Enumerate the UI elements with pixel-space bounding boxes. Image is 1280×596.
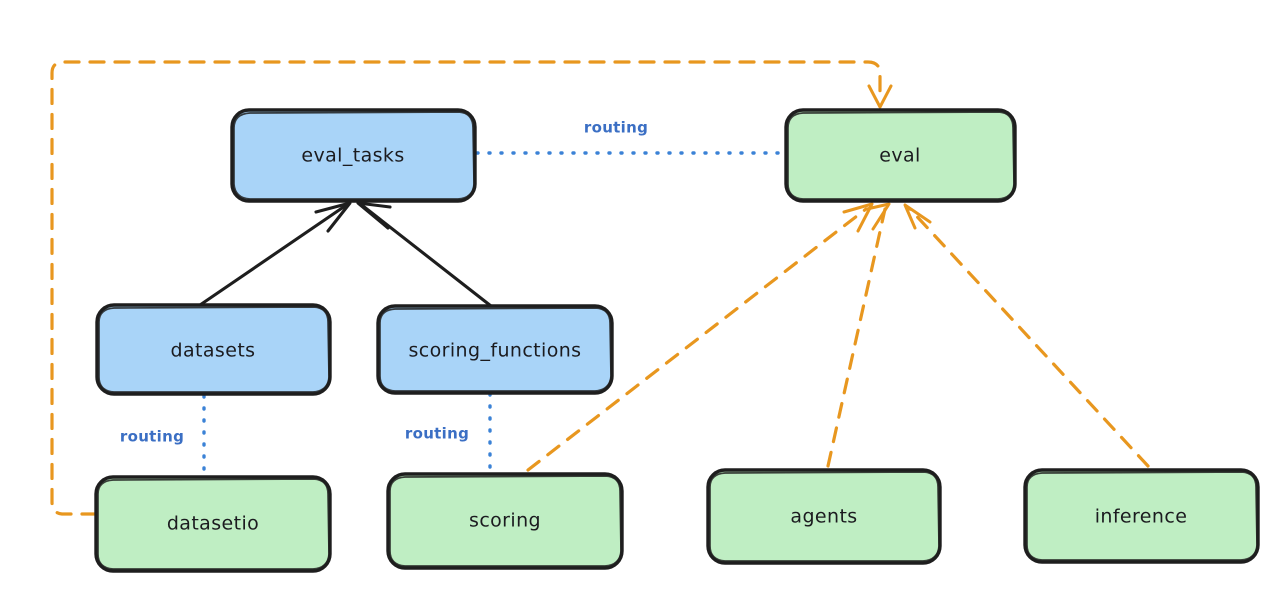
node-scoring-functions-label: scoring_functions (409, 340, 582, 362)
node-scoring[interactable]: scoring (386, 472, 624, 570)
edge-scoring-to-eval (526, 202, 874, 472)
node-inference-shape[interactable] (1023, 468, 1260, 564)
node-inference[interactable]: inference (1023, 468, 1260, 564)
edge-label-routing-eval-tasks: routing (584, 119, 648, 137)
node-agents-label: agents (790, 506, 857, 528)
node-agents-shape[interactable] (706, 468, 942, 565)
node-scoring-label: scoring (469, 510, 541, 532)
node-agents[interactable]: agents (706, 468, 942, 565)
edge-label-routing-datasets: routing (120, 428, 184, 446)
node-datasetio[interactable]: datasetio (94, 475, 332, 573)
node-scoring-functions-shape[interactable] (376, 304, 614, 395)
node-scoring-shape[interactable] (386, 472, 624, 570)
edge-layer (50, 60, 1150, 516)
node-eval-tasks-label: eval_tasks (301, 145, 404, 167)
node-datasets[interactable]: datasets (95, 303, 332, 396)
node-datasets-label: datasets (171, 340, 256, 362)
node-eval-label: eval (879, 145, 920, 167)
node-datasetio-label: datasetio (167, 513, 259, 535)
edge-label-layer: routing routing routing (120, 119, 648, 446)
node-eval-tasks-shape[interactable] (230, 108, 477, 203)
node-eval[interactable]: eval (784, 108, 1017, 203)
edge-datasetio-to-eval (50, 60, 893, 516)
edge-inference-to-eval (903, 203, 1150, 468)
node-layer: eval_tasks eval datasets scoring_functio… (94, 108, 1260, 573)
edge-scoring-functions-to-eval-tasks (356, 201, 493, 308)
node-scoring-functions[interactable]: scoring_functions (376, 304, 614, 395)
node-inference-label: inference (1095, 506, 1188, 528)
node-eval-tasks[interactable]: eval_tasks (230, 108, 477, 203)
node-datasets-shape[interactable] (95, 303, 332, 396)
edge-agents-to-eval (826, 202, 891, 468)
edge-label-routing-scoring-functions: routing (405, 425, 469, 443)
node-eval-shape[interactable] (784, 108, 1017, 203)
node-datasetio-shape[interactable] (94, 475, 332, 573)
edge-datasets-to-eval-tasks (198, 201, 352, 307)
